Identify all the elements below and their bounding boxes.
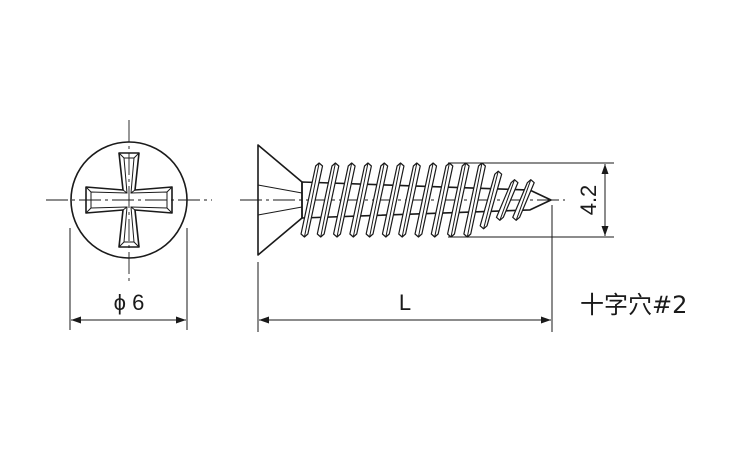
head-top-view: ϕ 6 <box>46 120 212 330</box>
thread-crest-line <box>352 162 369 238</box>
head-diameter-label: ϕ 6 <box>114 290 145 315</box>
recess-hidden-edge-bottom <box>257 206 303 216</box>
thread-crest-line <box>369 162 385 238</box>
thread-crest-line <box>499 179 515 221</box>
thread-crest-line <box>303 162 320 238</box>
thread-crest-line <box>466 162 483 238</box>
thread-crest-line <box>450 162 467 238</box>
thread-crest-line <box>385 162 402 238</box>
thread-crest-line <box>401 162 418 238</box>
thread-crest-line <box>336 162 353 238</box>
thread-crest-line <box>515 179 532 221</box>
thread-crest-line <box>483 171 499 229</box>
thread-body <box>300 162 552 238</box>
drive-type-note: 十字穴#2 <box>580 291 687 319</box>
head-outline-circle <box>70 141 188 259</box>
length-label: L <box>399 290 411 315</box>
screw-side-view: 4.2 L <box>240 144 614 332</box>
thread-crest-line <box>417 162 434 238</box>
thread-crest-line <box>320 162 336 238</box>
thread-diameter-label: 4.2 <box>576 185 601 216</box>
recess-hidden-edge-top <box>257 184 303 194</box>
thread-crest-line <box>434 162 450 238</box>
phillips-recess-icon <box>85 152 173 248</box>
